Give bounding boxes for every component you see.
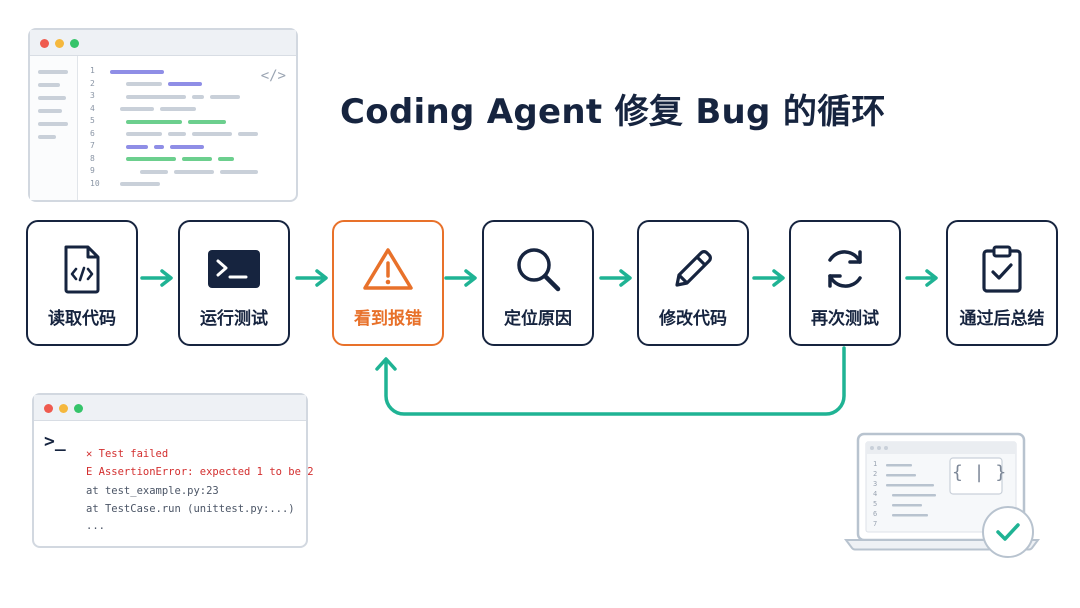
step-locate-cause: 定位原因 <box>482 220 594 346</box>
terminal-prompt-icon: >_ <box>44 431 66 452</box>
terminal-line: at TestCase.run (unittest.py:...) <box>86 503 295 515</box>
step-label: 通过后总结 <box>959 309 1045 329</box>
line-number: 4 <box>90 103 95 113</box>
diagram-title: Coding Agent 修复 Bug 的循环 <box>340 92 886 132</box>
step-label: 看到报错 <box>354 309 422 329</box>
line-number: 1 <box>90 66 95 75</box>
line-number: 5 <box>90 116 95 125</box>
maximize-dot <box>74 404 83 413</box>
step-summarize: 通过后总结 <box>946 220 1058 346</box>
minimize-dot <box>59 404 68 413</box>
maximize-dot <box>70 39 79 48</box>
terminal-line: E AssertionError: expected 1 to be 2 <box>86 466 314 478</box>
step-label: 运行测试 <box>200 309 268 329</box>
search-icon <box>484 242 592 296</box>
line-number: 7 <box>90 141 95 150</box>
loop-back-arrow <box>375 346 846 416</box>
line-number: 2 <box>90 78 95 88</box>
step-label: 修改代码 <box>659 309 727 329</box>
check-icon <box>996 523 1020 541</box>
arrow-right-icon <box>905 269 938 287</box>
step-read-code: 读取代码 <box>26 220 138 346</box>
step-see-error: 看到报错 <box>332 220 444 346</box>
terminal-output-window: >_ ✕ Test failed E AssertionError: expec… <box>32 393 314 548</box>
file-code-icon <box>28 242 136 296</box>
window-titlebar <box>34 395 306 421</box>
line-number: 4 <box>873 490 878 498</box>
line-number: 8 <box>90 153 95 163</box>
line-number: 2 <box>873 470 878 478</box>
arrow-right-icon <box>599 269 632 287</box>
minimize-dot <box>55 39 64 48</box>
step-label: 再次测试 <box>811 309 879 329</box>
terminal-line: ... <box>86 520 105 532</box>
line-number: 3 <box>90 91 95 100</box>
terminal-line: at test_example.py:23 <box>86 485 219 497</box>
line-number: 10 <box>90 178 100 188</box>
line-number: 1 <box>873 460 878 468</box>
step-label: 定位原因 <box>504 309 572 329</box>
terminal-icon <box>180 242 288 296</box>
step-modify-code: 修改代码 <box>637 220 749 346</box>
arrow-right-icon <box>295 269 328 287</box>
code-braces-icon: { | } <box>952 462 1007 483</box>
line-number: 5 <box>873 500 878 508</box>
arrow-right-icon <box>752 269 785 287</box>
line-number: 9 <box>90 166 95 175</box>
arrow-right-icon <box>140 269 173 287</box>
line-number: 6 <box>873 510 878 518</box>
step-retest: 再次测试 <box>789 220 901 346</box>
close-dot <box>40 39 49 48</box>
pencil-icon <box>639 242 747 296</box>
line-number: 6 <box>90 128 95 138</box>
window-titlebar <box>30 30 296 56</box>
warning-icon <box>334 242 442 296</box>
step-label: 读取代码 <box>48 309 116 329</box>
check-badge <box>982 506 1034 558</box>
step-run-tests: 运行测试 <box>178 220 290 346</box>
laptop-line-numbers: 1 2 3 4 5 6 7 <box>873 459 881 529</box>
arrow-right-icon <box>444 269 477 287</box>
refresh-icon <box>791 242 899 296</box>
terminal-line: ✕ Test failed <box>86 448 169 460</box>
editor-sidebar <box>30 56 78 200</box>
code-editor-window: 1 2 3 4 5 6 7 8 9 10 </> <box>28 28 298 202</box>
line-number: 7 <box>873 520 878 528</box>
code-brackets-icon: </> <box>260 68 286 84</box>
line-number: 3 <box>873 480 878 488</box>
close-dot <box>44 404 53 413</box>
clipboard-check-icon <box>948 242 1056 296</box>
